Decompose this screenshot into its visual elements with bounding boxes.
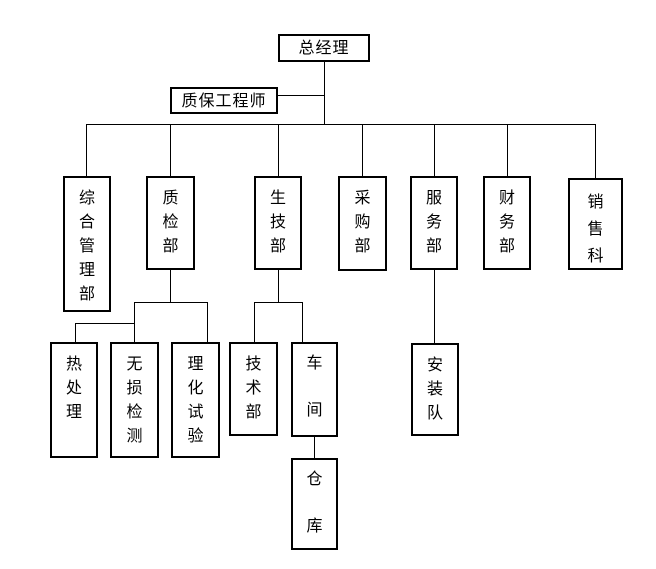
node-general-manager: 总经理 — [278, 34, 370, 62]
connector-drop-physicochem — [207, 302, 208, 342]
node-general-admin-dept: 综合管理部 — [63, 176, 111, 312]
node-production-tech-dept-label: 生技部 — [270, 188, 287, 255]
node-ndt: 无损检测 — [110, 342, 159, 458]
connector-drop-general-admin — [86, 124, 87, 176]
node-workshop: 车间 — [291, 342, 338, 437]
node-installation-team: 安装队 — [411, 343, 459, 436]
node-warehouse-label: 仓库 — [306, 469, 323, 535]
connector-production-bar — [254, 302, 302, 303]
connector-drop-technology — [254, 302, 255, 342]
node-purchasing-dept: 采购部 — [338, 176, 387, 271]
node-qa-engineer-label: 质保工程师 — [181, 90, 267, 110]
connector-drop-warehouse — [314, 437, 315, 458]
node-heat-treatment: 热处理 — [50, 342, 98, 458]
node-heat-treatment-label: 热处理 — [66, 354, 83, 421]
connector-drop-ndt — [134, 302, 135, 342]
node-production-tech-dept: 生技部 — [254, 176, 302, 270]
node-sales-section-label: 销售科 — [587, 192, 604, 265]
connector-quality-insp-bar — [134, 302, 207, 303]
node-general-manager-label: 总经理 — [298, 38, 350, 57]
connector-quality-insp-trunk — [170, 270, 171, 302]
node-purchasing-dept-label: 采购部 — [354, 188, 371, 255]
node-ndt-label: 无损检测 — [126, 354, 143, 445]
node-general-admin-dept-label: 综合管理部 — [79, 188, 96, 303]
node-finance-dept: 财务部 — [483, 176, 531, 270]
connector-drop-heat-treatment — [75, 323, 76, 342]
node-technology-dept: 技术部 — [229, 342, 278, 436]
node-qa-engineer: 质保工程师 — [170, 87, 278, 114]
connector-qa-engineer-link — [278, 95, 324, 96]
connector-drop-service — [434, 124, 435, 176]
connector-production-trunk — [278, 270, 279, 302]
connector-main-bus — [86, 124, 595, 125]
node-service-dept-label: 服务部 — [426, 188, 443, 255]
connector-drop-production — [278, 124, 279, 176]
node-service-dept: 服务部 — [410, 176, 458, 270]
connector-drop-workshop — [302, 302, 303, 342]
connector-drop-quality-insp — [170, 124, 171, 176]
connector-gm-trunk — [324, 61, 325, 124]
node-installation-team-label: 安装队 — [427, 355, 444, 422]
connector-drop-installation — [434, 270, 435, 343]
connector-heat-treatment-bar — [75, 323, 134, 324]
connector-drop-purchasing — [362, 124, 363, 176]
node-sales-section: 销售科 — [568, 178, 623, 270]
connector-drop-finance — [507, 124, 508, 176]
node-finance-dept-label: 财务部 — [499, 188, 516, 255]
node-technology-dept-label: 技术部 — [245, 354, 262, 421]
node-workshop-label: 车间 — [306, 353, 323, 419]
node-quality-inspection-dept-label: 质检部 — [162, 188, 179, 255]
node-physicochemical-test: 理化试验 — [171, 342, 220, 458]
node-warehouse: 仓库 — [291, 458, 338, 550]
node-physicochemical-test-label: 理化试验 — [187, 354, 204, 445]
connector-drop-sales — [595, 124, 596, 178]
node-quality-inspection-dept: 质检部 — [146, 176, 195, 270]
